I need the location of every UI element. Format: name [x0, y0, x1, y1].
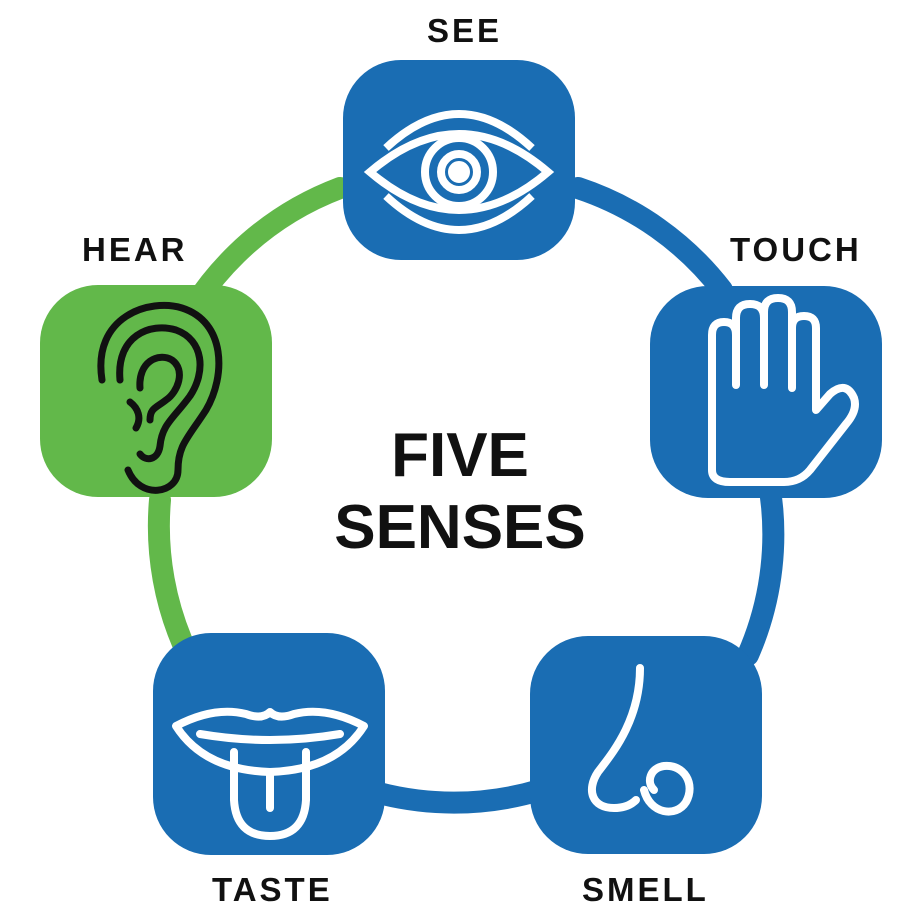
- taste-tile: [153, 633, 385, 855]
- ring-segment-see-touch: [567, 177, 733, 301]
- label-taste: TASTE: [212, 871, 333, 908]
- center-title: FIVE SENSES: [260, 420, 660, 564]
- hear-tile: [40, 285, 272, 497]
- label-touch: TOUCH: [730, 231, 862, 268]
- ring-segment-touch-smell: [737, 467, 785, 666]
- center-title-line-1: FIVE: [391, 421, 529, 490]
- ring-segment-hear-taste: [147, 489, 199, 666]
- touch-tile: [650, 286, 882, 498]
- tongue-icon: [172, 707, 368, 840]
- ring-segment-taste-smell: [357, 779, 551, 814]
- label-hear: HEAR: [82, 231, 188, 268]
- eye-icon: [363, 110, 555, 234]
- ear-icon: [97, 301, 223, 494]
- see-tile: [343, 60, 575, 260]
- smell-tile: [530, 636, 762, 854]
- label-see: SEE: [427, 12, 503, 49]
- nose-icon: [587, 664, 694, 816]
- label-smell: SMELL: [582, 871, 709, 908]
- center-title-line-2: SENSES: [334, 493, 586, 562]
- hand-icon: [708, 294, 859, 486]
